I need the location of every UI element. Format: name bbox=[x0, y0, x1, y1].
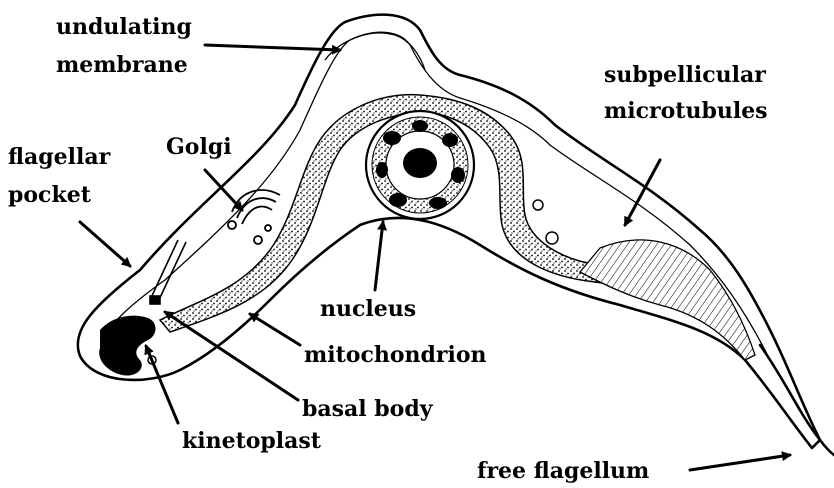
subpellicular-microtubules-shape bbox=[580, 240, 755, 360]
pointer-free-flagellum bbox=[690, 455, 790, 470]
pointer-golgi bbox=[205, 170, 242, 210]
label-subpellicular-microtubules: subpellicular microtubules bbox=[604, 62, 773, 124]
pointer-kinetoplast bbox=[146, 346, 178, 423]
golgi-shape bbox=[228, 190, 280, 244]
label-mitochondrion: mitochondrion bbox=[304, 342, 487, 368]
nucleus-shape bbox=[366, 111, 474, 219]
pointer-undulating-membrane bbox=[205, 45, 340, 50]
pointer-basal-body bbox=[165, 312, 298, 400]
label-kinetoplast: kinetoplast bbox=[182, 428, 322, 454]
free-flagellum-line bbox=[760, 345, 834, 455]
vesicles bbox=[148, 200, 558, 364]
label-free-flagellum: free flagellum bbox=[477, 458, 649, 484]
label-golgi: Golgi bbox=[166, 134, 232, 160]
flagellar-pocket-shape bbox=[150, 240, 186, 304]
label-flagellar-pocket: flagellar pocket bbox=[8, 144, 118, 208]
pointer-mitochondrion bbox=[250, 314, 300, 345]
pointer-flagellar-pocket bbox=[80, 222, 130, 266]
label-nucleus: nucleus bbox=[320, 296, 416, 322]
label-basal-body: basal body bbox=[302, 396, 434, 422]
pointer-nucleus bbox=[375, 222, 383, 290]
label-undulating-membrane: undulating membrane bbox=[56, 14, 200, 78]
